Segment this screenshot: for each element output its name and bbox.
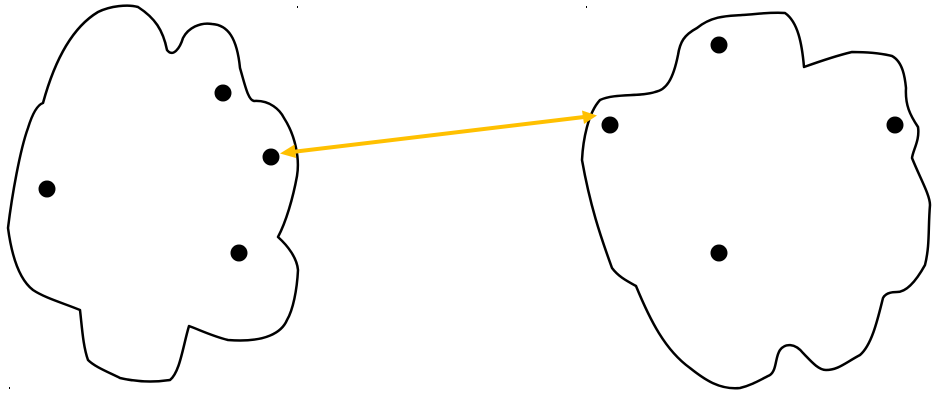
left-node-4: [231, 245, 248, 262]
right-node-1: [711, 37, 728, 54]
stray-speck: [9, 387, 10, 389]
left-node-1: [215, 85, 232, 102]
stray-speck: [586, 6, 587, 8]
left-node-2: [263, 149, 280, 166]
right-node-4: [711, 245, 728, 262]
left-node-3: [39, 181, 56, 198]
right-cluster-outline: [582, 13, 930, 389]
stray-speck: [297, 6, 298, 8]
right-node-3: [887, 117, 904, 134]
connector-arrow-line: [292, 117, 584, 152]
right-node-2: [602, 117, 619, 134]
